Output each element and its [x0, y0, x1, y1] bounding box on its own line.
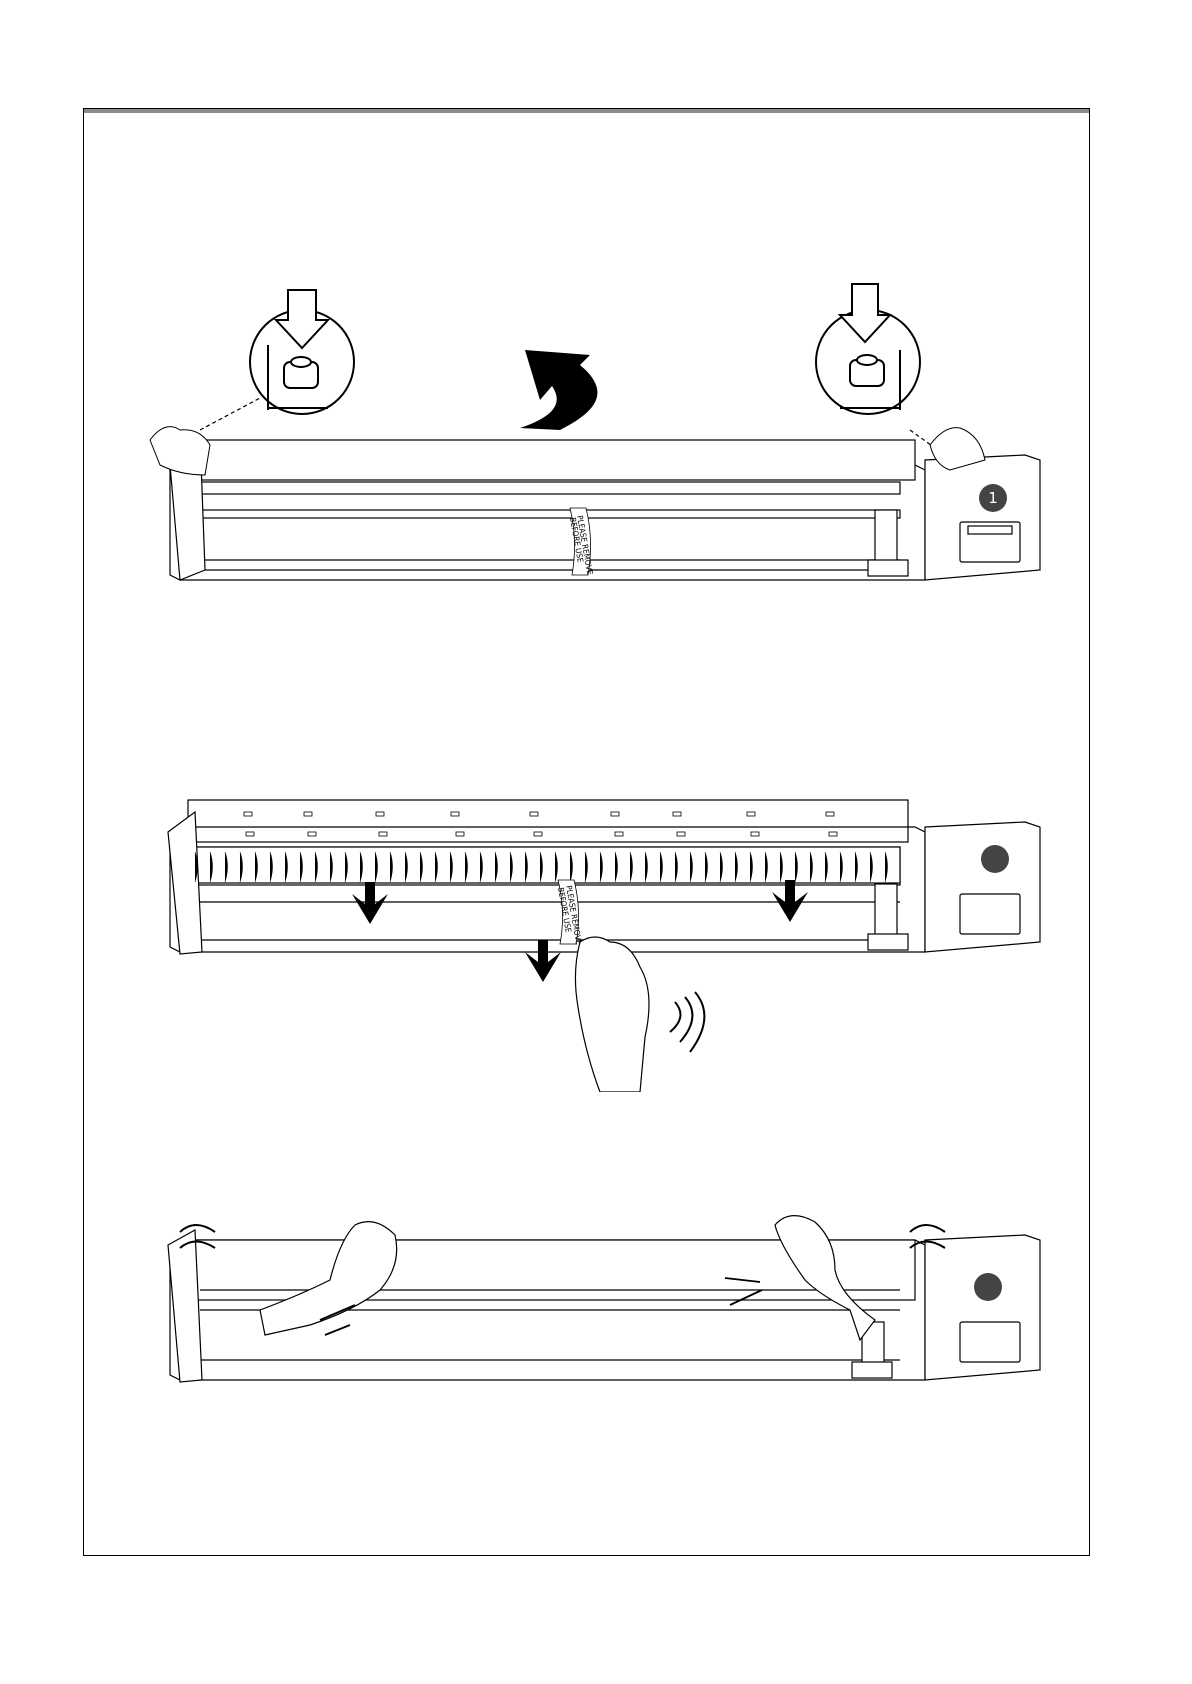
left-lock-detail-icon: [200, 290, 354, 430]
step-3-illustration: [140, 1210, 1060, 1410]
motion-lines-icon: [670, 992, 704, 1052]
right-lock-detail-icon: [816, 284, 935, 448]
step-2-illustration: PLEASE REMOVE BEFORE USE: [140, 792, 1060, 1092]
tape-label: PLEASE REMOVE BEFORE USE: [556, 880, 583, 946]
step-2-badge: [981, 845, 1009, 873]
scanner-open-body: [168, 800, 1040, 954]
pulling-hand-icon: [575, 937, 649, 1092]
step-1-illustration: PLEASE REMOVE BEFORE USE: [140, 270, 1060, 600]
down-arrow-icon: [772, 880, 808, 922]
down-arrow-icon: [352, 882, 388, 924]
down-arrow-icon: [525, 940, 561, 982]
step-3-badge: [974, 1273, 1002, 1301]
left-hand-icon: [150, 427, 210, 475]
scanner-body: [170, 435, 1040, 580]
step-1-badge: 1: [979, 484, 1007, 512]
lift-arrow-icon: [520, 350, 597, 430]
svg-text:1: 1: [988, 489, 998, 507]
